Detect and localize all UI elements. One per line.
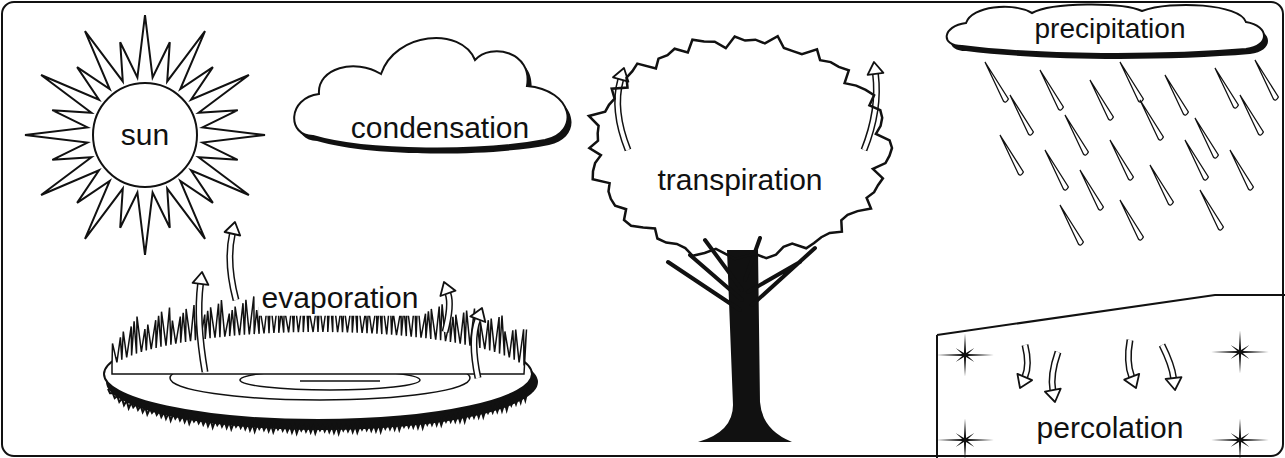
- rain-drops: [985, 60, 1278, 245]
- soil-cracks: [936, 330, 1269, 458]
- node-label: transpiration: [657, 163, 822, 198]
- node-label: sun: [121, 118, 169, 153]
- ground-block: percolation: [935, 293, 1285, 458]
- node-label: precipitation: [1035, 13, 1186, 45]
- cloud-shape: condensation: [283, 28, 583, 158]
- tree-crown: transpiration: [590, 28, 890, 268]
- sun-circle: sun: [10, 8, 280, 268]
- tree-trunk: [668, 238, 815, 442]
- rain-cloud: precipitation: [940, 0, 1280, 60]
- tree-crown-outline: [590, 28, 890, 268]
- process-label: evaporation: [259, 281, 422, 316]
- node-label: condensation: [351, 111, 529, 146]
- node-label: percolation: [1037, 411, 1184, 446]
